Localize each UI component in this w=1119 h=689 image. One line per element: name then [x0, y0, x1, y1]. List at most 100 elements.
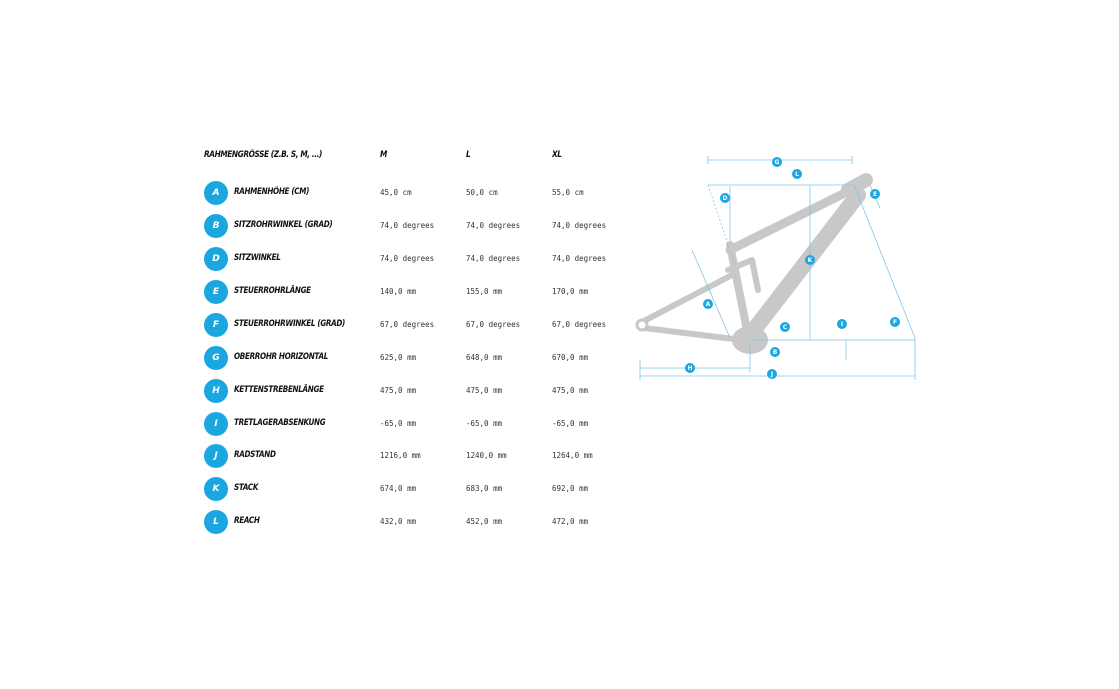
- row-label: REACH: [234, 516, 260, 526]
- value-l: 155,0 mm: [466, 287, 503, 296]
- table-row: E STEUERROHRLÄNGE 140,0 mm 155,0 mm 170,…: [204, 280, 634, 306]
- table-row: G OBERROHR HORIZONTAL 625,0 mm 648,0 mm …: [204, 346, 634, 372]
- table-row: B SITZROHRWINKEL (GRAD) 74,0 degrees 74,…: [204, 214, 634, 240]
- row-label: STEUERROHRWINKEL (GRAD): [234, 319, 346, 329]
- row-label: SITZROHRWINKEL (GRAD): [234, 220, 333, 230]
- marker-g-label: G: [775, 159, 780, 166]
- row-label: SITZWINKEL: [234, 253, 281, 263]
- table-row: J RADSTAND 1216,0 mm 1240,0 mm 1264,0 mm: [204, 444, 634, 470]
- header-size-l: L: [466, 150, 471, 160]
- table-header: RAHMENGRÖSSE (Z.B. S, M, ...) M L XL: [204, 150, 634, 168]
- rear-dropout: [635, 318, 649, 332]
- row-label: RAHMENHÖHE (CM): [234, 187, 310, 197]
- value-l: 67,0 degrees: [466, 320, 521, 329]
- header-size-m: M: [380, 150, 387, 160]
- marker-b-label: B: [773, 349, 778, 356]
- value-m: 625,0 mm: [380, 353, 417, 362]
- value-l: 50,0 cm: [466, 188, 498, 197]
- letter-badge: G: [204, 346, 228, 370]
- marker-l-label: L: [795, 171, 799, 178]
- frame-geometry-diagram: G L D E K A C B I F H J: [630, 150, 930, 385]
- letter-badge: H: [204, 379, 228, 403]
- table-row: H KETTENSTREBENLÄNGE 475,0 mm 475,0 mm 4…: [204, 379, 634, 405]
- table-row: L REACH 432,0 mm 452,0 mm 472,0 mm: [204, 510, 634, 536]
- marker-i: [837, 319, 847, 329]
- geometry-table: RAHMENGRÖSSE (Z.B. S, M, ...) M L XL A R…: [204, 150, 634, 534]
- marker-j-label: J: [770, 371, 773, 378]
- header-size-xl: XL: [552, 150, 562, 160]
- marker-d-label: D: [723, 195, 728, 202]
- marker-d: [720, 193, 730, 203]
- marker-g: [772, 157, 782, 167]
- letter-badge: A: [204, 181, 228, 205]
- marker-i-label: I: [841, 321, 843, 328]
- row-label: STEUERROHRLÄNGE: [234, 286, 311, 296]
- value-l: 475,0 mm: [466, 386, 503, 395]
- value-l: 452,0 mm: [466, 517, 503, 526]
- value-m: 140,0 mm: [380, 287, 417, 296]
- value-xl: 74,0 degrees: [552, 221, 607, 230]
- marker-k: [805, 255, 815, 265]
- marker-l: [792, 169, 802, 179]
- table-row: A RAHMENHÖHE (CM) 45,0 cm 50,0 cm 55,0 c…: [204, 181, 634, 207]
- value-xl: -65,0 mm: [552, 419, 589, 428]
- bike-frame: [639, 173, 873, 343]
- marker-b: [770, 347, 780, 357]
- value-l: 683,0 mm: [466, 484, 503, 493]
- marker-f-label: F: [893, 319, 897, 326]
- dimension-lines: [639, 156, 916, 380]
- value-m: 74,0 degrees: [380, 221, 435, 230]
- dimension-markers: G L D E K A C B I F H J: [685, 157, 900, 379]
- row-label: OBERROHR HORIZONTAL: [234, 352, 328, 362]
- table-row: I TRETLAGERABSENKUNG -65,0 mm -65,0 mm -…: [204, 412, 634, 438]
- value-m: 67,0 degrees: [380, 320, 435, 329]
- letter-badge: K: [204, 477, 228, 501]
- table-row: D SITZWINKEL 74,0 degrees 74,0 degrees 7…: [204, 247, 634, 273]
- row-label: RADSTAND: [234, 450, 276, 460]
- marker-e-label: E: [873, 191, 877, 198]
- value-l: 74,0 degrees: [466, 221, 521, 230]
- header-frame-size: RAHMENGRÖSSE (Z.B. S, M, ...): [204, 150, 322, 160]
- row-label: TRETLAGERABSENKUNG: [234, 418, 326, 428]
- letter-badge: B: [204, 214, 228, 238]
- letter-badge: E: [204, 280, 228, 304]
- frame-geometry-svg: G L D E K A C B I F H J: [635, 156, 916, 380]
- marker-a-label: A: [706, 301, 711, 308]
- letter-badge: I: [204, 412, 228, 436]
- marker-f: [890, 317, 900, 327]
- value-xl: 170,0 mm: [552, 287, 589, 296]
- marker-k-label: K: [808, 257, 813, 264]
- value-xl: 472,0 mm: [552, 517, 589, 526]
- marker-h-label: H: [687, 365, 692, 372]
- value-m: 1216,0 mm: [380, 451, 421, 460]
- table-row: F STEUERROHRWINKEL (GRAD) 67,0 degrees 6…: [204, 313, 634, 339]
- value-xl: 74,0 degrees: [552, 254, 607, 263]
- value-m: 45,0 cm: [380, 188, 412, 197]
- letter-badge: D: [204, 247, 228, 271]
- marker-c-label: C: [783, 324, 788, 331]
- marker-h: [685, 363, 695, 373]
- value-xl: 692,0 mm: [552, 484, 589, 493]
- value-m: 74,0 degrees: [380, 254, 435, 263]
- marker-j: [767, 369, 777, 379]
- marker-c: [780, 322, 790, 332]
- row-label: KETTENSTREBENLÄNGE: [234, 385, 324, 395]
- marker-a: [703, 299, 713, 309]
- value-m: 674,0 mm: [380, 484, 417, 493]
- value-l: 648,0 mm: [466, 353, 503, 362]
- value-xl: 475,0 mm: [552, 386, 589, 395]
- value-m: 432,0 mm: [380, 517, 417, 526]
- table-row: K STACK 674,0 mm 683,0 mm 692,0 mm: [204, 477, 634, 503]
- value-xl: 67,0 degrees: [552, 320, 607, 329]
- value-m: -65,0 mm: [380, 419, 417, 428]
- value-xl: 670,0 mm: [552, 353, 589, 362]
- value-m: 475,0 mm: [380, 386, 417, 395]
- value-xl: 55,0 cm: [552, 188, 584, 197]
- value-l: 1240,0 mm: [466, 451, 507, 460]
- letter-badge: J: [204, 444, 228, 468]
- row-label: STACK: [234, 483, 259, 493]
- value-xl: 1264,0 mm: [552, 451, 593, 460]
- value-l: -65,0 mm: [466, 419, 503, 428]
- marker-e: [870, 189, 880, 199]
- letter-badge: L: [204, 510, 228, 534]
